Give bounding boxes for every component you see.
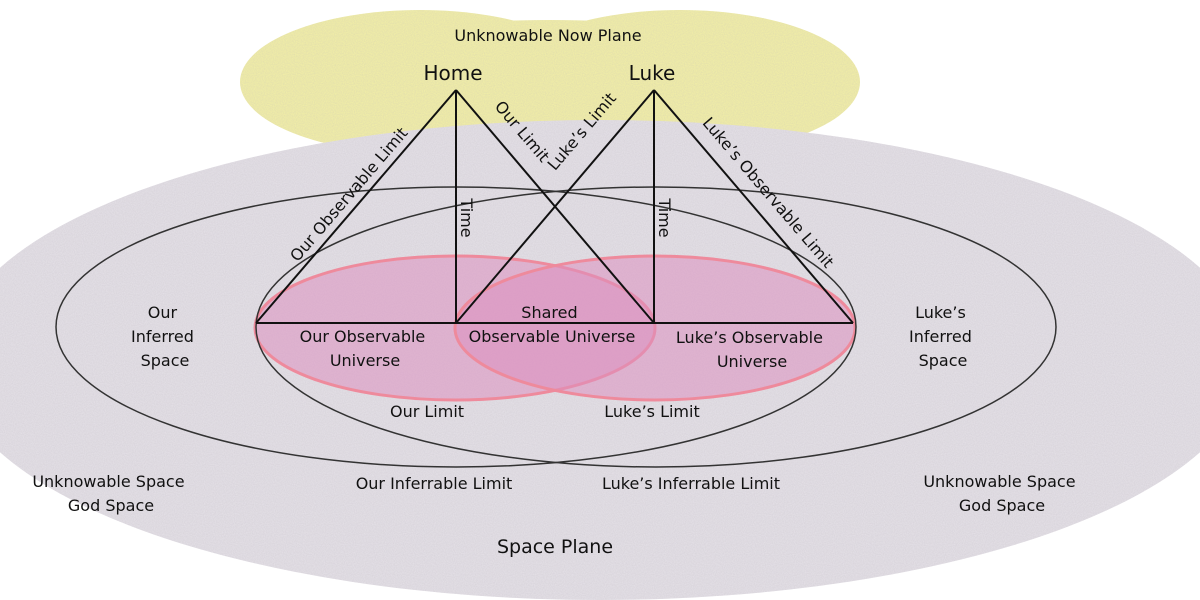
lukes-inferrable-limit-ellipse xyxy=(255,186,1057,468)
lukes-observable-universe-label: Luke’s Observable Universe xyxy=(676,328,828,371)
our-inferred-space-label: Our Inferred Space xyxy=(131,303,199,370)
luke-left-cone-line xyxy=(455,89,655,324)
our-observable-line-1: Our Observable xyxy=(300,327,426,346)
luke-right-cone-line xyxy=(653,89,854,324)
lukes-inferrable-limit-label: Luke’s Inferrable Limit xyxy=(602,474,780,493)
our-observable-universe-label: Our Observable Universe xyxy=(300,327,431,370)
shared-line-1: Shared xyxy=(521,303,577,322)
lukes-observable-line-2: Universe xyxy=(717,352,787,371)
our-inferred-line-1: Our xyxy=(148,303,178,322)
our-inferrable-limit-label: Our Inferrable Limit xyxy=(356,474,513,493)
lukes-inferred-line-3: Space xyxy=(919,351,968,370)
our-inferred-line-2: Inferred xyxy=(131,327,194,346)
unknowable-space-left-label: Unknowable Space God Space xyxy=(32,472,189,515)
luke-time-label: Time xyxy=(655,197,674,237)
lukes-inferred-line-2: Inferred xyxy=(909,327,972,346)
home-time-label: Time xyxy=(457,197,476,237)
space-plane-label: Space Plane xyxy=(497,536,613,558)
unknowable-left-line-1: Unknowable Space xyxy=(32,472,184,491)
lukes-observable-line-1: Luke’s Observable xyxy=(676,328,823,347)
unknowable-left-line-2: God Space xyxy=(68,496,154,515)
our-limit-label: Our Limit xyxy=(390,402,464,421)
shared-observable-universe-label: Shared Observable Universe xyxy=(469,303,636,346)
unknowable-space-right-label: Unknowable Space God Space xyxy=(923,472,1080,515)
light-cones xyxy=(255,89,854,324)
unknowable-right-line-2: God Space xyxy=(959,496,1045,515)
luke-label: Luke xyxy=(629,61,676,85)
now-plane-label: Unknowable Now Plane xyxy=(454,26,641,45)
lukes-inferred-line-1: Luke’s xyxy=(915,303,966,322)
shared-line-2: Observable Universe xyxy=(469,327,636,346)
our-observable-line-2: Universe xyxy=(330,351,400,370)
home-left-cone-line xyxy=(255,89,457,324)
home-label: Home xyxy=(423,61,482,85)
unknowable-right-line-1: Unknowable Space xyxy=(923,472,1075,491)
now-plane xyxy=(240,10,860,160)
lukes-limit-label: Luke’s Limit xyxy=(604,402,699,421)
lukes-inferred-space-label: Luke’s Inferred Space xyxy=(909,303,977,370)
our-inferred-line-3: Space xyxy=(141,351,190,370)
